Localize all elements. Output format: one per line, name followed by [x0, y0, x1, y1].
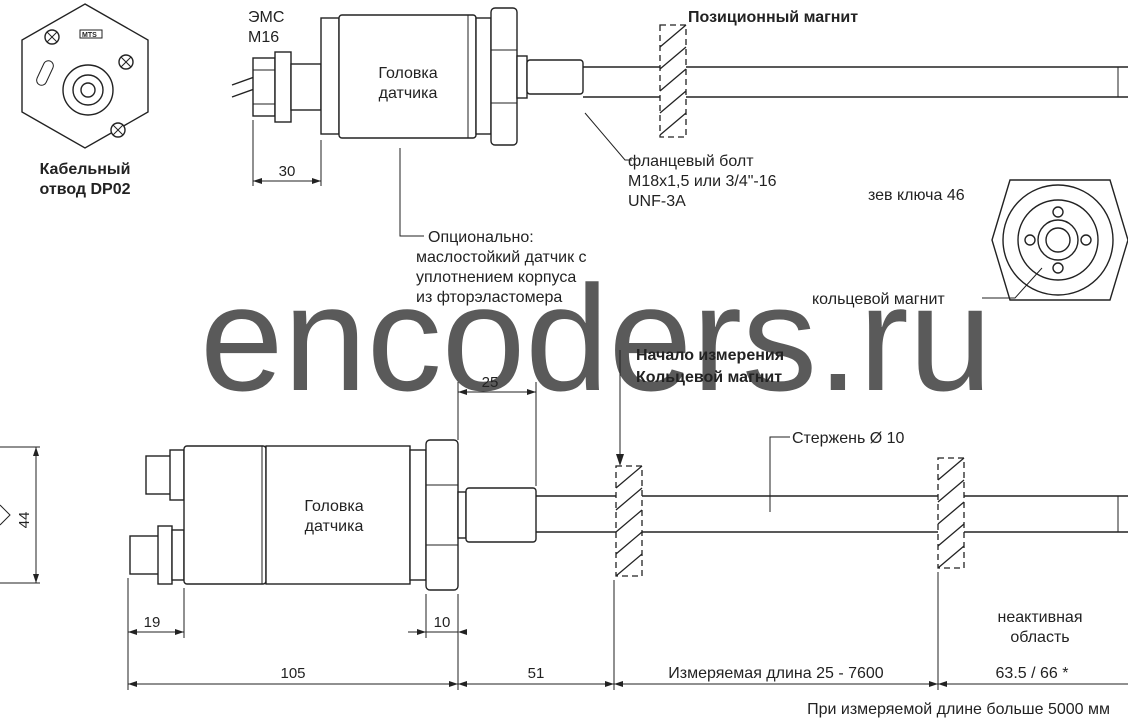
connector-bottom-nut [157, 525, 173, 585]
sensor-top-view: Головка датчика Позиционный магнит ЭМС M… [231, 7, 1128, 306]
dim-19: 19 [144, 614, 161, 631]
mts-logo-box [79, 29, 103, 39]
connector-bottom [129, 535, 161, 575]
dim-51: 51 [528, 665, 545, 682]
optional-label-2: маслостойкий датчик с [416, 249, 587, 266]
flange-bolt-bottom [457, 491, 467, 539]
measurement-start-label-1: Начало измерения [636, 347, 784, 364]
dim-measured-length: Измеряемая длина 25 - 7600 [668, 665, 884, 682]
connector-top-nut [169, 449, 185, 501]
flange-bolt-label-2: M18x1,5 или 3/4"-16 [628, 173, 777, 190]
watermark: encoders.ru [200, 254, 992, 422]
head-label-top-2: датчика [379, 85, 438, 102]
head-label-top-1: Головка [378, 65, 437, 82]
inactive-area-label-2: область [1010, 629, 1069, 646]
dim-30: 30 [279, 163, 296, 180]
m16-label: M16 [248, 29, 279, 46]
ring-magnet-label: кольцевой магнит [812, 291, 945, 308]
flange-bolt-label-1: фланцевый болт [628, 153, 754, 170]
position-magnet-label: Позиционный магнит [688, 9, 858, 26]
magnet-hole-icon [1080, 234, 1092, 246]
flange-thread [526, 59, 584, 95]
dim-44: 44 [16, 512, 33, 529]
connector-bottom-body [171, 529, 185, 581]
end-view: зев ключа 46 кольцевой магнит [812, 179, 1128, 308]
optional-label-1: Опционально: [428, 229, 534, 246]
dim-10: 10 [434, 614, 451, 631]
dim-105: 105 [280, 665, 305, 682]
ems-label: ЭМС [248, 9, 284, 26]
housing-flange-bottom [409, 449, 427, 581]
sensor-bottom-view: 44 Головка датчика [0, 347, 1128, 718]
magnet-hole-icon [1052, 206, 1064, 218]
housing-rear [183, 445, 267, 585]
rod-label: Стержень Ø 10 [792, 430, 905, 447]
position-magnet [659, 24, 687, 138]
measurement-start-label-2: Кольцевой магнит [636, 369, 782, 386]
inactive-area-label-1: неактивная [998, 609, 1083, 626]
gland-body [290, 63, 322, 111]
cable-outlet-dp02-view: MTS Кабельный отвод DP02 [21, 3, 149, 198]
outlet-hole [80, 82, 96, 98]
cable-outlet-label-2: отвод DP02 [39, 181, 130, 198]
wrench-label: зев ключа 46 [868, 187, 965, 204]
hex-flange [490, 7, 518, 146]
hex-flange-bottom [425, 439, 459, 591]
optional-label-4: из фторэластомера [416, 289, 562, 306]
sensor-head-housing-bottom [265, 445, 411, 585]
optional-label-3: уплотнением корпуса [416, 269, 576, 286]
head-label-bottom-1: Головка [304, 498, 363, 515]
cable-outlet-label-1: Кабельный [40, 161, 131, 178]
housing-flange-left [320, 17, 340, 135]
mts-logo: MTS [82, 32, 97, 39]
cable-gland [252, 57, 276, 117]
outlet-slot [36, 60, 54, 86]
gland-nut [274, 51, 292, 123]
flange-thread-bottom [465, 487, 537, 543]
footnote: При измеряемой длине больше 5000 мм [807, 701, 1110, 718]
flange-bolt [516, 55, 528, 99]
dim-25: 25 [482, 374, 499, 391]
head-label-bottom-2: датчика [305, 518, 364, 535]
magnet-hole-icon [1052, 262, 1064, 274]
housing-flange-right [475, 17, 492, 135]
magnet-hole-icon [1024, 234, 1036, 246]
flange-bolt-label-3: UNF-3A [628, 193, 686, 210]
rod-center [1045, 227, 1071, 253]
dim-inactive-length: 63.5 / 66 * [996, 665, 1069, 682]
